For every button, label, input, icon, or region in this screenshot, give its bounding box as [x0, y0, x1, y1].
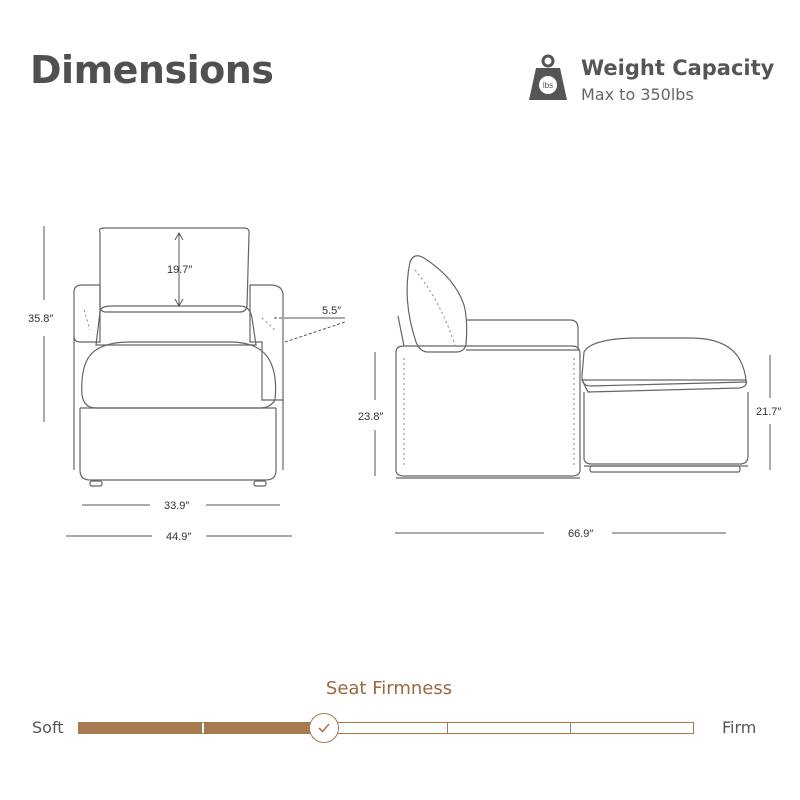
firmness-scale-divider	[447, 723, 449, 733]
total-length-label: 66.9″	[568, 528, 593, 540]
total-height-label: 35.8″	[28, 313, 53, 325]
arm-width-label: 5.5″	[322, 305, 341, 317]
front-view-sofa	[73, 227, 284, 487]
check-icon	[318, 723, 330, 733]
firm-label: Firm	[722, 718, 757, 737]
weight-capacity-value: Max to 350lbs	[581, 85, 694, 104]
dimension-drawing: 19.7″ 5.5″ 35.8″ 33.9″ 44.9″ 23.8″ 21.7″…	[28, 226, 781, 543]
firmness-level-marker	[309, 713, 340, 743]
firmness-scale-bar	[78, 722, 694, 734]
soft-label: Soft	[32, 718, 64, 737]
total-width-label: 44.9″	[166, 531, 191, 543]
back-cushion-height-label: 19.7″	[167, 264, 192, 276]
weight-capacity-title: Weight Capacity	[581, 56, 775, 80]
ottoman-height-label: 21.7″	[756, 406, 781, 418]
side-view-sofa	[395, 255, 749, 479]
seat-height-label: 23.8″	[358, 411, 383, 423]
weight-icon-text: lbs	[543, 81, 553, 90]
weight-lbs-icon: lbs	[528, 54, 568, 107]
page-title: Dimensions	[30, 48, 274, 92]
firmness-scale-divider	[570, 723, 572, 733]
seat-width-label: 33.9″	[164, 500, 189, 512]
firmness-scale-divider	[201, 723, 204, 733]
seat-firmness-title: Seat Firmness	[325, 678, 453, 699]
